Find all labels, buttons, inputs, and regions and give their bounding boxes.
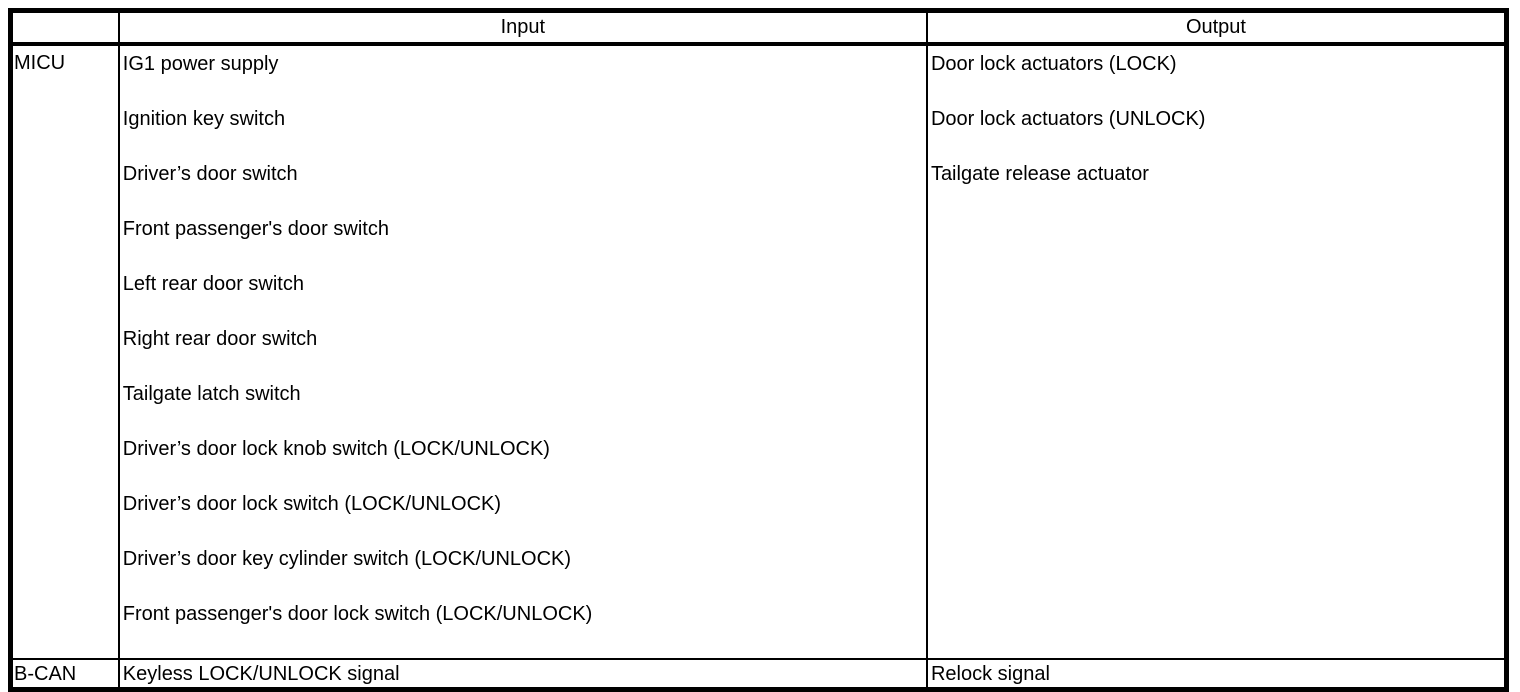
micu-inputs-cell: IG1 power supply Ignition key switch Dri… (117, 43, 928, 660)
micu-outputs-list: Door lock actuators (LOCK) Door lock act… (929, 46, 1504, 218)
source-label-micu: MICU (14, 52, 66, 74)
input-item: IG1 power supply (122, 53, 279, 75)
input-item: Driver’s door lock switch (LOCK/UNLOCK) (122, 493, 502, 515)
input-item: Ignition key switch (122, 108, 286, 130)
input-item: Right rear door switch (122, 328, 318, 350)
output-item: Door lock actuators (UNLOCK) (930, 108, 1206, 130)
table-row-bcan: B-CAN Keyless LOCK/UNLOCK signal Relock … (9, 658, 1508, 691)
input-item: Front passenger's door switch (122, 218, 389, 240)
table-row-micu: MICU IG1 power supply Ignition key switc… (9, 43, 1508, 660)
source-cell-micu: MICU (9, 43, 120, 660)
micu-outputs-cell: Door lock actuators (LOCK) Door lock act… (925, 43, 1508, 660)
bcan-output-cell: Relock signal (925, 658, 1508, 691)
input-item: Front passenger's door lock switch (LOCK… (122, 603, 593, 625)
input-item: Driver’s door switch (122, 163, 298, 185)
bcan-input-cell: Keyless LOCK/UNLOCK signal (117, 658, 928, 691)
input-item: Tailgate latch switch (122, 383, 301, 405)
output-item: Tailgate release actuator (930, 163, 1149, 185)
output-item: Door lock actuators (LOCK) (930, 53, 1177, 75)
input-item: Driver’s door key cylinder switch (LOCK/… (122, 548, 572, 570)
corner-cell (9, 9, 120, 46)
table-header-row: Input Output (9, 9, 1508, 46)
io-signal-table: Input Output MICU IG1 power supply Ignit… (8, 8, 1509, 692)
output-column-header: Output (925, 9, 1508, 46)
input-column-header: Input (117, 9, 928, 46)
input-item: Left rear door switch (122, 273, 304, 295)
manual-page: Input Output MICU IG1 power supply Ignit… (8, 8, 1509, 692)
source-cell-bcan: B-CAN (9, 658, 120, 691)
input-item: Driver’s door lock knob switch (LOCK/UNL… (122, 438, 550, 460)
micu-inputs-list: IG1 power supply Ignition key switch Dri… (121, 46, 925, 657)
